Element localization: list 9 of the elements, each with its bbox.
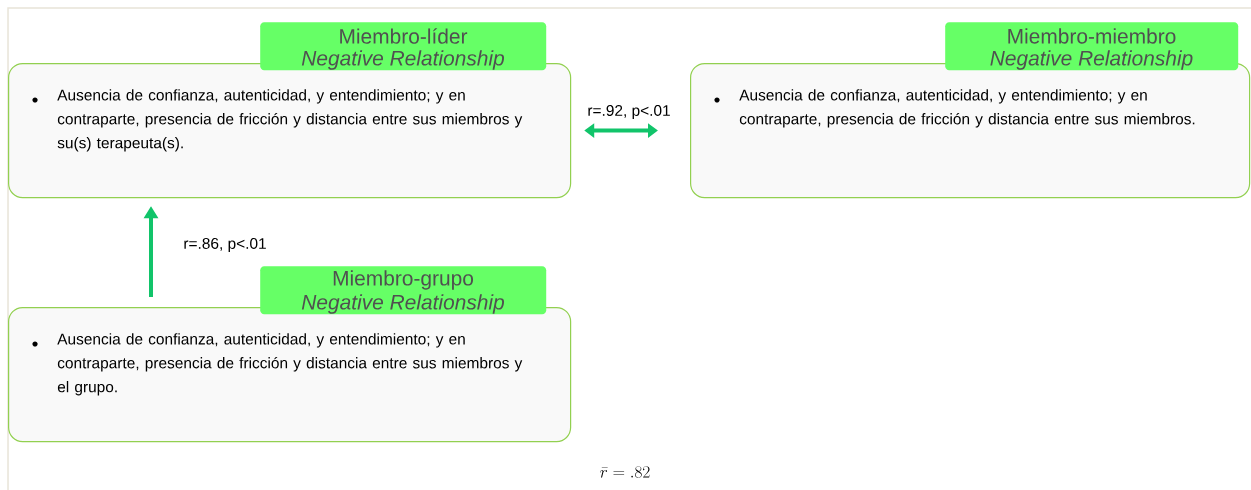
heading-tab: Miembro-líder Negative Relationship xyxy=(260,22,547,71)
edge-label: r=.86, p<.01 xyxy=(184,238,266,252)
formula: $\bar{r} = .82$ xyxy=(600,466,650,478)
edge-label: r=.92, p<.01 xyxy=(588,105,670,119)
bullet-text: Ausencia de confianza, autenticidad, y entendimiento; y en contraparte, presencia de fricción y distancia entre sus miembros y el grupo. xyxy=(57,333,523,396)
heading-tab: Miembro-grupo Negative Relationship xyxy=(260,266,547,315)
bullet-text: Ausencia de confianza, autenticidad, y entendimiento; y en contraparte, presencia de fricción y distancia entre sus miembros. xyxy=(739,89,1195,128)
heading-tab: Miembro-miembro Negative Relationship xyxy=(945,22,1239,71)
bullet-text: Ausencia de confianza, autenticidad, y entendimiento; y en contraparte, presencia de fricción y distancia entre sus miembros y su(s) terapeuta(s). xyxy=(57,89,523,152)
